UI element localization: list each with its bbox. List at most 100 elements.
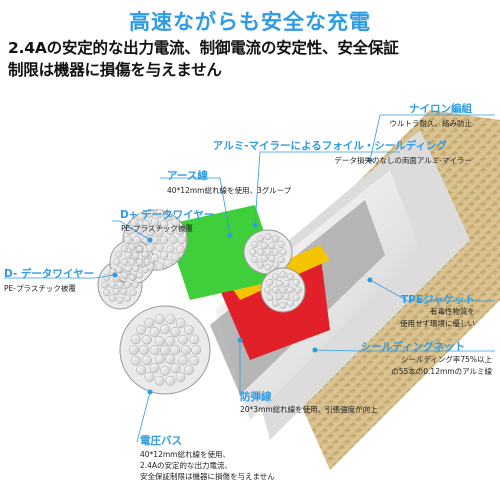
wire-strand xyxy=(170,345,181,355)
wire-strand xyxy=(268,255,276,263)
wire-strand xyxy=(165,375,176,386)
wire-strand xyxy=(132,251,140,259)
wire-strand xyxy=(149,327,160,337)
callout-bullet-title: 防弾線 xyxy=(240,391,272,403)
wire-strand xyxy=(277,240,285,248)
wire-strand xyxy=(164,259,173,268)
wire-strand xyxy=(264,263,272,271)
callout-power-desc-1: 40*12mm総れ線を使用、 xyxy=(140,450,230,459)
wire-strand xyxy=(275,293,283,301)
callout-tpe-desc-2: 使用せず環境に優しい xyxy=(400,319,475,328)
wire-strand xyxy=(124,294,132,302)
wire-strand xyxy=(115,250,123,258)
wire-strand xyxy=(128,243,136,251)
callout-tpe-title: TPEジャケット xyxy=(400,294,475,306)
wire-strand xyxy=(165,336,176,346)
wire-strand xyxy=(141,250,149,258)
wire-strand xyxy=(146,209,155,218)
wire-strand xyxy=(168,235,178,245)
wire-strand xyxy=(150,253,160,263)
wire-strand xyxy=(279,271,287,279)
wire-strand xyxy=(178,355,188,366)
callout-shield-desc-1: シールディング率75%以上 xyxy=(400,355,492,364)
wire-strand xyxy=(136,325,146,335)
callout-power-desc-2: 2.4Aの安定的な出力電流、 xyxy=(140,461,233,470)
wire-strand xyxy=(141,220,151,229)
wire-strand xyxy=(272,248,280,256)
wire-strand xyxy=(170,363,181,373)
wire-strand xyxy=(142,334,152,345)
wire-strand xyxy=(184,365,194,375)
callout-shield-desc-2: の55本の0.12mmのアルミ線 xyxy=(391,367,492,376)
wire-strand xyxy=(177,235,187,245)
wire-strand xyxy=(266,278,274,286)
green-sheath xyxy=(165,205,280,300)
wire-strand xyxy=(112,288,120,296)
wire-strand xyxy=(154,314,165,325)
callout-dplus-desc: PE-プラスチック被覆 xyxy=(121,224,193,233)
wire-strand xyxy=(116,281,124,289)
callout-nylon-title: ナイロン編組 xyxy=(409,103,472,115)
wire-strand xyxy=(124,265,132,273)
wire-strand xyxy=(165,314,176,325)
wire-strand xyxy=(160,324,170,335)
wire-strand xyxy=(113,258,121,266)
wire-strand xyxy=(264,286,272,294)
headline: 高速ながらも安全な充電 xyxy=(129,10,371,34)
wire-strand xyxy=(123,235,133,245)
wire-strand xyxy=(191,345,202,355)
wire-strand xyxy=(292,278,300,286)
callout-shield-title: シールディングネット xyxy=(360,341,465,353)
wire-strand xyxy=(129,289,137,297)
callout-foil-title: アルミ-マイラーによるフォイル・シールディング xyxy=(212,140,447,152)
wire-strand xyxy=(283,279,291,287)
wire-strand xyxy=(287,286,295,294)
wire-strand xyxy=(271,286,279,294)
wire-strand xyxy=(137,212,146,221)
wire-strand xyxy=(103,289,111,297)
wire-strand xyxy=(178,334,188,345)
subtitle-line-2: 制限は機器に損傷を与えません xyxy=(8,61,222,79)
wire-strand xyxy=(160,365,170,376)
wire-strand xyxy=(251,240,259,248)
callout-power-desc-3: 安全保証制限は機器に損傷を与えません xyxy=(140,472,275,481)
wire-strand xyxy=(180,345,191,355)
wire-strand xyxy=(166,226,175,236)
wire-strand xyxy=(149,345,160,355)
wire-strand xyxy=(160,345,170,355)
wire-strand xyxy=(136,365,146,375)
wire-strand xyxy=(120,271,128,279)
wire-strand xyxy=(132,265,140,273)
wire-strand xyxy=(155,262,164,271)
wire-strand xyxy=(277,256,285,264)
wire-strand xyxy=(279,286,287,294)
wire-strand xyxy=(155,209,164,218)
wire-strand xyxy=(279,301,287,309)
wire-strand xyxy=(260,241,268,249)
wire-strand xyxy=(130,334,141,345)
wire-strand xyxy=(128,273,136,281)
wire-strand xyxy=(144,318,155,328)
wire-strand xyxy=(175,372,186,382)
wire-strand xyxy=(155,228,164,237)
subtitle-line-1: 2.4Aの安定的な出力電流、制御電流の安定性、安全保証 xyxy=(8,39,399,57)
wire-strand xyxy=(189,355,200,366)
wire-strand xyxy=(142,355,152,366)
callout-dminus-title: D- データワイヤー xyxy=(4,268,95,280)
wire-strand xyxy=(283,293,291,301)
wire-strand xyxy=(287,299,295,307)
wire-strand xyxy=(294,286,302,294)
wire-strand xyxy=(116,296,124,304)
wire-strand xyxy=(256,248,264,256)
wire-strand xyxy=(171,218,180,227)
wire-strand xyxy=(130,218,139,227)
wire-strand xyxy=(279,248,287,256)
wire-strand xyxy=(136,245,144,253)
wire-strand xyxy=(101,281,109,289)
wire-strand xyxy=(264,248,272,256)
wire-strand xyxy=(115,266,123,274)
wire-strand xyxy=(139,345,150,355)
wire-strand xyxy=(146,243,155,252)
wire-strand xyxy=(154,375,165,386)
